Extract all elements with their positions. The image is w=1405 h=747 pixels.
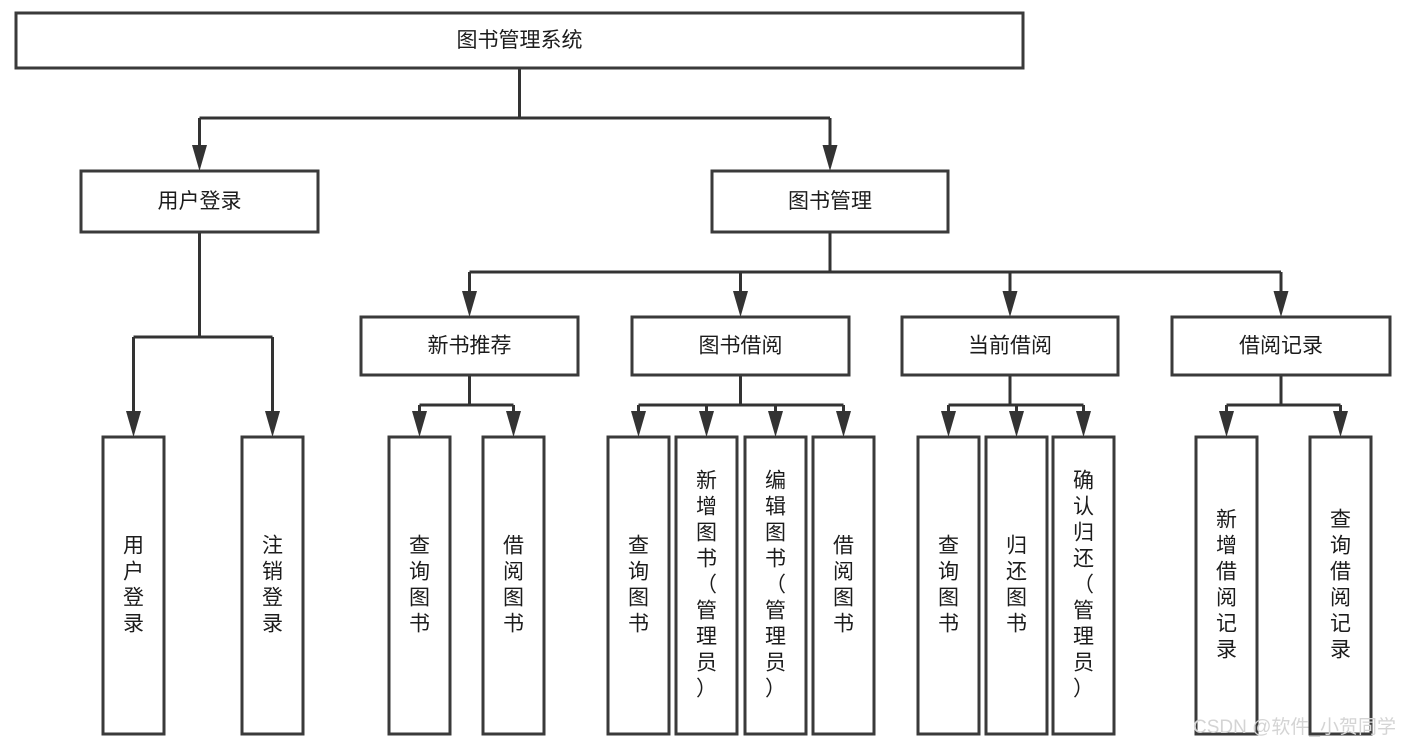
node-root[interactable]: 图书管理系统 [14,11,1025,70]
arrow-head-icon [265,411,280,437]
node-leaf-return-book-label: 归还图书 [1006,535,1027,636]
node-new-book-recommend-label: 新书推荐 [428,335,512,358]
node-user-login-label: 用户登录 [158,190,242,213]
node-leaf-add-book-admin-box[interactable] [674,435,739,736]
arrow-head-icon [506,411,521,437]
arrow-head-icon [1333,411,1348,437]
node-book-borrow-box[interactable] [630,315,851,377]
node-root-box[interactable] [14,11,1025,70]
arrow-head-icon [733,291,748,317]
node-leaf-query-borrow-record[interactable]: 查询借阅记录 [1308,435,1373,736]
node-current-borrow[interactable]: 当前借阅 [900,315,1120,377]
node-leaf-query-book-2-box[interactable] [606,435,671,736]
node-borrow-record-label: 借阅记录 [1239,335,1323,358]
node-leaf-logout-login[interactable]: 注销登录 [240,435,305,736]
arrow-head-icon [631,411,646,437]
node-leaf-edit-book-admin[interactable]: 编辑图书（管理员） [743,435,808,736]
edge-group-current-borrow [941,375,1091,437]
arrow-head-icon [1273,291,1289,317]
edge-group-book-borrow [631,375,851,437]
node-leaf-borrow-book-1-box[interactable] [481,435,546,736]
node-book-manage-label: 图书管理 [788,190,872,213]
arrow-head-icon [1076,411,1091,437]
node-leaf-query-book-2[interactable]: 查询图书 [606,435,671,736]
node-leaf-borrow-book-2-label: 借阅图书 [833,535,854,636]
connector-layer [126,68,1348,437]
node-leaf-query-book-1-label: 查询图书 [409,535,430,636]
csdn-watermark: CSDN @软件_小贺同学 [1193,716,1396,738]
node-leaf-query-borrow-record-label: 查询借阅记录 [1330,509,1351,662]
node-leaf-add-borrow-record[interactable]: 新增借阅记录 [1194,435,1259,736]
node-leaf-borrow-book-1[interactable]: 借阅图书 [481,435,546,736]
node-current-borrow-box[interactable] [900,315,1120,377]
node-borrow-record-box[interactable] [1170,315,1392,377]
arrow-head-icon [462,291,477,317]
node-leaf-confirm-return-admin-box[interactable] [1051,435,1116,736]
node-user-login-box[interactable] [79,169,320,234]
node-leaf-add-borrow-record-label: 新增借阅记录 [1216,509,1237,662]
node-leaf-confirm-return-admin[interactable]: 确认归还（管理员） [1051,435,1116,736]
node-leaf-edit-book-admin-label: 编辑图书（管理员） [765,470,786,701]
node-leaf-query-book-2-label: 查询图书 [628,535,649,636]
arrow-head-icon [768,411,783,437]
node-leaf-add-book-admin[interactable]: 新增图书（管理员） [674,435,739,736]
node-leaf-borrow-book-1-label: 借阅图书 [503,535,524,636]
arrow-head-icon [822,145,838,171]
node-user-login[interactable]: 用户登录 [79,169,320,234]
node-leaf-user-login-box[interactable] [101,435,166,736]
node-leaf-logout-login-label: 注销登录 [262,535,283,636]
node-leaf-query-book-3-label: 查询图书 [938,535,959,636]
edge-group-root [192,68,838,171]
node-leaf-query-book-3[interactable]: 查询图书 [916,435,981,736]
node-leaf-logout-login-box[interactable] [240,435,305,736]
node-leaf-add-book-admin-label: 新增图书（管理员） [696,470,717,701]
arrow-head-icon [699,411,714,437]
edge-group-borrow-record [1219,375,1348,437]
node-new-book-recommend[interactable]: 新书推荐 [359,315,580,377]
arrow-head-icon [941,411,956,437]
node-leaf-query-book-1-box[interactable] [387,435,452,736]
arrow-head-icon [1002,291,1018,317]
node-leaf-borrow-book-2-box[interactable] [811,435,876,736]
arrow-head-icon [126,411,141,437]
node-leaf-return-book[interactable]: 归还图书 [984,435,1049,736]
edge-group-user-login [126,232,280,437]
node-book-borrow-label: 图书借阅 [699,335,783,358]
arrow-head-icon [192,145,207,171]
node-leaf-borrow-book-2[interactable]: 借阅图书 [811,435,876,736]
node-borrow-record[interactable]: 借阅记录 [1170,315,1392,377]
node-root-label: 图书管理系统 [457,29,583,52]
arrow-head-icon [412,411,427,437]
node-leaf-add-borrow-record-box[interactable] [1194,435,1259,736]
node-leaf-user-login-label: 用户登录 [123,535,144,636]
node-leaf-confirm-return-admin-label: 确认归还（管理员） [1073,470,1094,701]
arrow-head-icon [836,411,851,437]
edge-group-new-book-recommend [412,375,521,437]
node-leaf-query-book-1[interactable]: 查询图书 [387,435,452,736]
node-current-borrow-label: 当前借阅 [968,335,1052,358]
arrow-head-icon [1219,411,1234,437]
node-book-borrow[interactable]: 图书借阅 [630,315,851,377]
node-leaf-query-book-3-box[interactable] [916,435,981,736]
node-book-manage[interactable]: 图书管理 [710,169,950,234]
edge-group-book-manage [462,232,1289,317]
node-leaf-return-book-box[interactable] [984,435,1049,736]
node-leaf-edit-book-admin-box[interactable] [743,435,808,736]
node-new-book-recommend-box[interactable] [359,315,580,377]
node-book-manage-box[interactable] [710,169,950,234]
arrow-head-icon [1009,411,1024,437]
node-leaf-user-login[interactable]: 用户登录 [101,435,166,736]
node-layer: 图书管理系统用户登录图书管理新书推荐图书借阅当前借阅借阅记录用户登录注销登录查询… [14,11,1392,736]
node-leaf-query-borrow-record-box[interactable] [1308,435,1373,736]
